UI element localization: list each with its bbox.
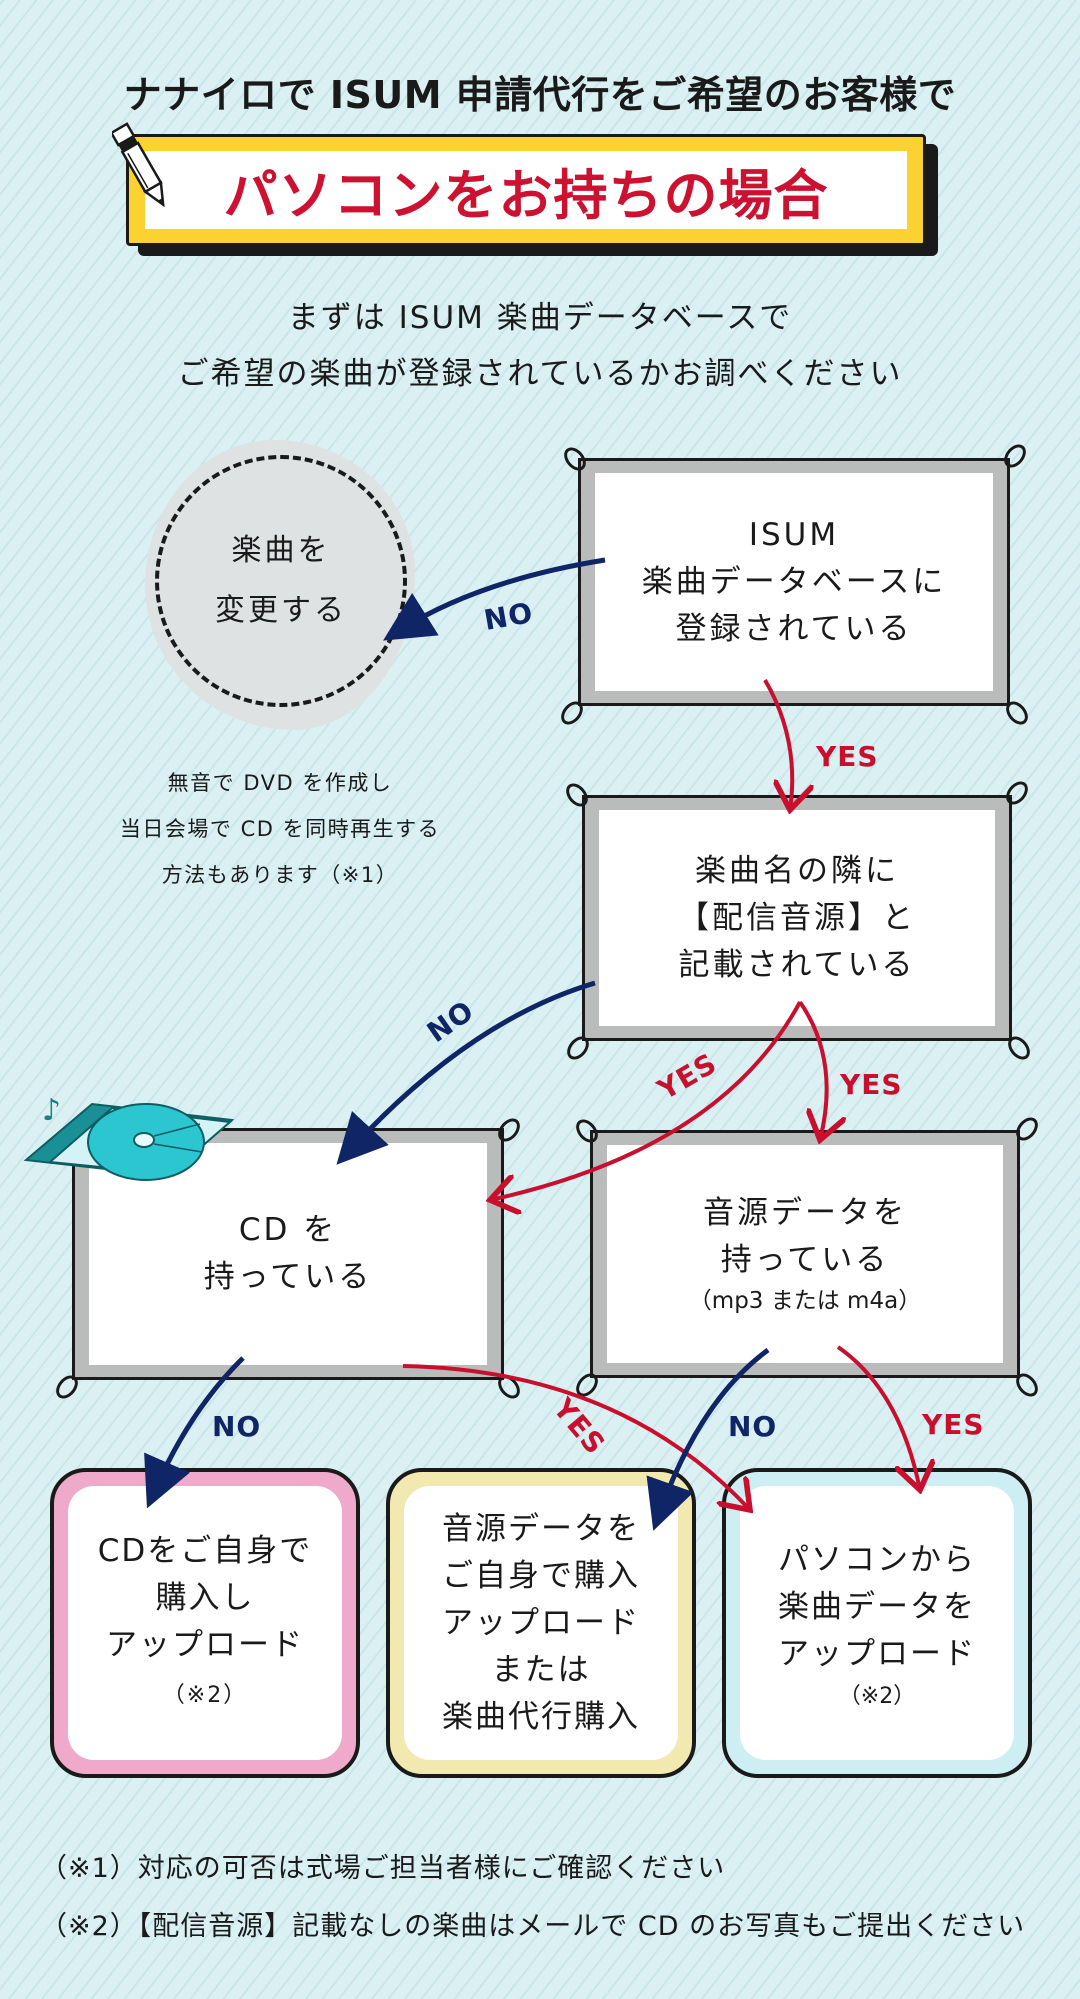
footnote-2: （※2）【配信音源】記載なしの楽曲はメールで CD のお写真もご提出ください xyxy=(40,1911,1026,1942)
have-cd-line-2: 持っている xyxy=(203,1259,373,1295)
upload-pc-line-3: アップロード xyxy=(778,1635,976,1672)
upload-pc-note: （※2） xyxy=(838,1683,916,1709)
registered-line-1: ISUM xyxy=(748,516,840,553)
label-no-audio: NO xyxy=(728,1410,778,1443)
node-distribution: 楽曲名の隣に 【配信音源】と 記載されている xyxy=(582,795,1012,1041)
change-song-line-1: 楽曲を xyxy=(231,533,331,568)
have-cd-line-1: CD を xyxy=(238,1212,338,1248)
buy-cd-upload: アップロード xyxy=(106,1626,304,1663)
distribution-line-2: 【配信音源】と xyxy=(678,899,916,936)
change-song-line-2: 変更する xyxy=(215,593,347,628)
have-audio-line-1: 音源データを xyxy=(703,1195,907,1231)
label-yes-registered: YES xyxy=(816,740,879,773)
label-yes-cd: YES xyxy=(546,1391,613,1462)
headline: ナナイロで ISUM 申請代行をご希望のお客様で xyxy=(123,73,957,117)
label-yes-distribution-left: YES xyxy=(651,1046,723,1107)
cd-case-icon: ♪ xyxy=(23,1093,235,1181)
side-note-line-2: 当日会場で CD を同時再生する xyxy=(119,817,441,841)
upload-pc-line-1: パソコンから xyxy=(778,1541,976,1578)
label-yes-distribution-down: YES xyxy=(840,1068,903,1101)
side-note-line-3: 方法もあります（※1） xyxy=(161,863,399,887)
upload-pc-line-2: 楽曲データを xyxy=(778,1588,976,1625)
label-no-registered: NO xyxy=(481,595,536,638)
buy-cd-line-2: 購入し xyxy=(155,1579,255,1616)
have-audio-sub: （mp3 または m4a） xyxy=(688,1288,922,1314)
buy-cd-line-1: CDをご自身で xyxy=(97,1532,313,1569)
side-note-line-1: 無音で DVD を作成し xyxy=(167,771,393,795)
arrow-distribution-no xyxy=(336,980,596,1165)
result-buy-cd: CDをご自身で 購入し アップロード （※2） xyxy=(50,1468,360,1778)
pencil-icon xyxy=(112,122,165,208)
distribution-line-3: 記載されている xyxy=(678,946,916,983)
buy-audio-line-1: 音源データを xyxy=(442,1510,640,1547)
result-buy-audio: 音源データを ご自身で購入 アップロード または 楽曲代行購入 xyxy=(386,1468,696,1778)
result-upload-pc: パソコンから 楽曲データを アップロード （※2） xyxy=(722,1468,1032,1778)
banner-title: パソコンをお持ちの場合 xyxy=(223,163,829,227)
buy-cd-note: （※2） xyxy=(162,1682,248,1708)
label-no-cd: NO xyxy=(212,1410,262,1443)
footnotes: （※1）対応の可否は式場ご担当者様にご確認ください （※2）【配信音源】記載なし… xyxy=(40,1840,1060,1956)
buy-cd-line-3: アップロード （※2） xyxy=(68,1622,342,1719)
have-audio-line-2: 持っている xyxy=(720,1242,890,1278)
registered-line-2: 楽曲データベースに xyxy=(641,563,947,600)
change-song-text: 楽曲を 変更する xyxy=(215,521,347,641)
buy-audio-line-2: ご自身で購入 xyxy=(442,1557,640,1594)
intro-text: まずは ISUM 楽曲データベースで ご希望の楽曲が登録されているかお調べくださ… xyxy=(0,290,1080,402)
label-no-distribution: NO xyxy=(420,993,481,1050)
registered-line-3: 登録されている xyxy=(675,610,913,647)
footnote-1: （※1）対応の可否は式場ご担当者様にご確認ください xyxy=(40,1853,726,1884)
node-have-audio: 音源データを 持っている （mp3 または m4a） xyxy=(590,1130,1020,1378)
buy-audio-line-5: 楽曲代行購入 xyxy=(442,1698,640,1735)
node-registered: ISUM 楽曲データベースに 登録されている xyxy=(578,458,1010,706)
buy-audio-line-3: アップロード xyxy=(442,1604,640,1641)
title-banner-inner: パソコンをお持ちの場合 xyxy=(145,151,907,229)
svg-text:♪: ♪ xyxy=(42,1093,61,1128)
label-yes-audio: YES xyxy=(922,1408,985,1441)
side-note: 無音で DVD を作成し 当日会場で CD を同時再生する 方法もあります（※1… xyxy=(100,760,460,898)
buy-audio-line-4: または xyxy=(491,1651,591,1688)
intro-line-1: まずは ISUM 楽曲データベースで xyxy=(287,300,793,336)
distribution-line-1: 楽曲名の隣に xyxy=(695,852,899,889)
node-change-song: 楽曲を 変更する xyxy=(155,455,407,707)
intro-line-2: ご希望の楽曲が登録されているかお調べください xyxy=(177,356,903,392)
title-banner: パソコンをお持ちの場合 xyxy=(126,134,926,246)
